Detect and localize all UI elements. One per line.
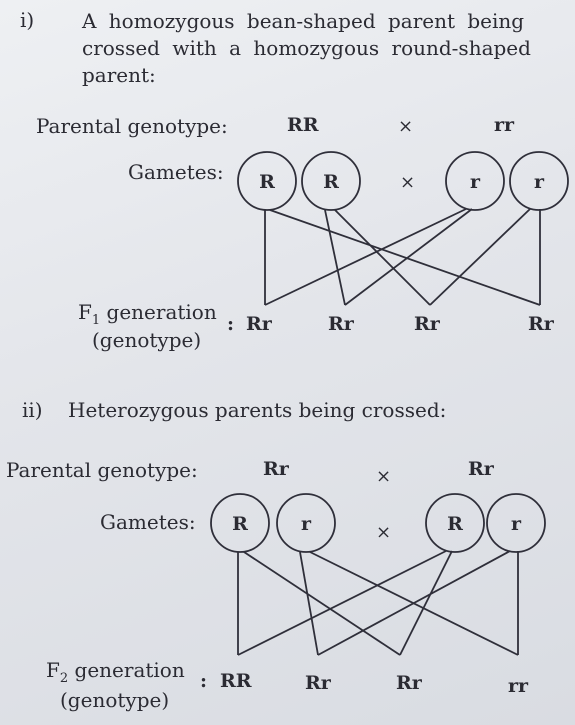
part2-line (237, 550, 447, 656)
part2-gamete-circle-2 (276, 493, 336, 553)
part1-gamete-1: R (259, 171, 275, 193)
part1-offspring-4: Rr (528, 313, 554, 335)
part2-gamete-1: R (232, 513, 248, 535)
part1-parental-cross-symbol: × (398, 116, 414, 137)
part2-generation-subscript: 2 (59, 671, 69, 686)
part1-line (334, 209, 431, 306)
part2-genotype-label: (genotype) (60, 688, 170, 712)
part2-generation-letter: F (46, 658, 60, 682)
part2-line (299, 551, 319, 656)
part2-generation-word: generation (68, 658, 185, 682)
part2-offspring-1: RR (220, 670, 252, 692)
part2-gamete-circle-3 (425, 493, 485, 553)
part1-offspring-3: Rr (414, 313, 440, 335)
part1-generation-label: F1 generation (78, 300, 217, 328)
part1-gamete-3: r (470, 171, 481, 193)
part2-gamete-2: r (301, 513, 312, 535)
part1-parent2: rr (494, 114, 515, 136)
part2-offspring-4: rr (508, 675, 529, 697)
part1-offspring-2: Rr (328, 313, 354, 335)
part1-gamete-2: R (323, 171, 339, 193)
part2-gamete-circle-1 (210, 493, 270, 553)
part2-parent2: Rr (468, 458, 494, 480)
part1-line (269, 209, 541, 306)
part1-numeral: i) (20, 8, 35, 32)
part1-heading-line3: parent: (82, 63, 156, 87)
part1-parent1: RR (287, 114, 319, 136)
part2-parent1: Rr (263, 458, 289, 480)
part2-heading: Heterozygous parents being crossed: (68, 398, 447, 422)
part1-generation-letter: F (78, 300, 92, 324)
part2-parental-cross-symbol: × (376, 466, 392, 487)
part2-line (317, 550, 511, 656)
part1-gamete-circle-1 (237, 151, 297, 211)
part1-line (324, 209, 346, 306)
part1-line (344, 208, 473, 306)
part1-generation-word: generation (100, 300, 217, 324)
part2-gamete-3: R (447, 513, 463, 535)
part1-generation-subscript: 1 (91, 313, 101, 328)
part1-offspring-1: Rr (246, 313, 272, 335)
part1-gamete-circle-4 (509, 151, 569, 211)
part2-numeral: ii) (22, 398, 43, 422)
part1-line (264, 208, 467, 306)
part2-colon: : (200, 670, 208, 692)
part2-line (243, 551, 401, 656)
part2-gamete-circle-4 (486, 493, 546, 553)
part1-gametes-cross-symbol: × (400, 172, 416, 193)
part2-gamete-4: r (511, 513, 522, 535)
part1-gamete-circle-2 (301, 151, 361, 211)
part2-gametes-label: Gametes: (100, 510, 196, 534)
part2-offspring-2: Rr (305, 672, 331, 694)
part2-line (399, 550, 453, 656)
part1-gamete-circle-3 (445, 151, 505, 211)
part2-parental-label: Parental genotype: (6, 458, 198, 482)
part1-parental-label: Parental genotype: (36, 114, 228, 138)
part1-heading-line2: crossed with a homozygous round-shaped (82, 36, 531, 60)
part1-gamete-4: r (534, 171, 545, 193)
part2-gametes-cross-symbol: × (376, 522, 392, 543)
part1-gametes-label: Gametes: (128, 160, 224, 184)
part1-heading: A homozygous bean-shaped parent being cr… (82, 8, 531, 89)
part1-heading-line1: A homozygous bean-shaped parent being (82, 9, 525, 33)
part2-offspring-3: Rr (396, 672, 422, 694)
part2-generation-label: F2 generation (46, 658, 185, 686)
part1-genotype-label: (genotype) (92, 328, 202, 352)
part1-colon: : (227, 313, 235, 335)
part1-line (429, 208, 531, 306)
